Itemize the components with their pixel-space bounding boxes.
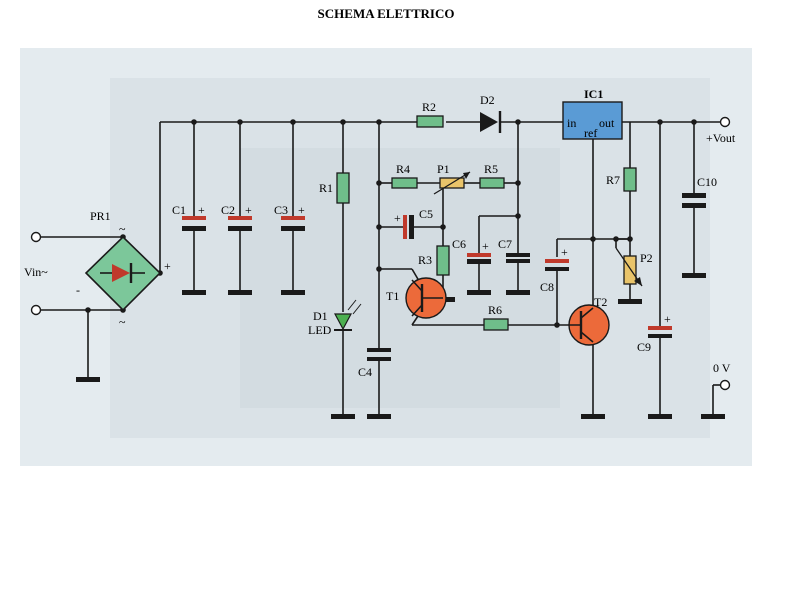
ground-bar: [648, 414, 672, 419]
label-c6: C6: [452, 237, 466, 251]
label-c3-plus: +: [298, 203, 305, 217]
ground-bar: [506, 290, 530, 295]
label-d2: D2: [480, 93, 495, 107]
capacitor-c9: [648, 326, 672, 338]
capacitor-c3: [281, 216, 305, 231]
ground-bar: [467, 290, 491, 295]
ground-bar: [76, 377, 100, 382]
resistor-r6: [483, 318, 509, 331]
resistor-r4: [391, 177, 418, 189]
label-p1: P1: [437, 162, 450, 176]
label-bridge-tilde-top: ~: [119, 222, 126, 236]
regulator-ic1: [562, 101, 623, 140]
label-r2: R2: [422, 100, 436, 114]
schematic-diagram: PR1 ~ ~ - + Vin~ C1 + C2 + C3 + R1 D1 LE…: [20, 48, 752, 466]
label-c8: C8: [540, 280, 554, 294]
ground-bar: [701, 414, 725, 419]
label-ic-ref: ref: [584, 126, 597, 140]
vout-terminal: [719, 116, 731, 128]
ground-bar: [581, 414, 605, 419]
label-p2: P2: [640, 251, 653, 265]
label-c2-plus: +: [245, 203, 252, 217]
label-r4: R4: [396, 162, 410, 176]
transistor-t2: [557, 304, 610, 346]
label-bridge-minus: -: [76, 283, 80, 297]
resistor-r2: [416, 115, 444, 128]
label-led: LED: [308, 323, 332, 337]
resistor-r3: [436, 245, 450, 276]
potentiometer-p2: [615, 247, 643, 287]
capacitor-c4: [367, 348, 391, 361]
transistor-t1: [405, 277, 447, 319]
vin-terminal-bottom: [30, 304, 42, 316]
page-title: SCHEMA ELETTRICO: [317, 6, 455, 21]
label-c6-plus: +: [482, 239, 489, 253]
label-c3: C3: [274, 203, 288, 217]
junctions: [85, 119, 697, 328]
label-ic-out: out: [599, 116, 615, 130]
ground-bar: [281, 290, 305, 295]
label-c10: C10: [697, 175, 717, 189]
label-c5-plus: +: [394, 211, 401, 225]
ground-bar: [331, 414, 355, 419]
ground-bar: [228, 290, 252, 295]
ground-bar: [618, 299, 642, 304]
label-vin: Vin~: [24, 265, 48, 279]
capacitor-c7: [506, 253, 530, 263]
label-r6: R6: [488, 303, 502, 317]
capacitor-c5: [403, 215, 414, 239]
label-c1: C1: [172, 203, 186, 217]
potentiometer-p1: [433, 171, 471, 195]
capacitor-c6: [467, 253, 491, 264]
label-ic-in: in: [567, 116, 576, 130]
label-c8-plus: +: [561, 245, 568, 259]
led-d1: [334, 299, 362, 331]
capacitor-c8: [545, 259, 569, 271]
label-pr1: PR1: [90, 209, 111, 223]
label-t2: T2: [594, 295, 607, 309]
label-bridge-plus: +: [164, 259, 171, 273]
label-zero-v: 0 V: [713, 361, 731, 375]
capacitor-c2: [228, 216, 252, 231]
resistor-r7: [623, 167, 637, 192]
diode-d2: [480, 111, 502, 133]
label-c1-plus: +: [198, 203, 205, 217]
label-bridge-tilde-bottom: ~: [119, 315, 126, 329]
label-c2: C2: [221, 203, 235, 217]
label-c4: C4: [358, 365, 372, 379]
resistor-r1: [336, 172, 350, 204]
capacitor-c1: [182, 216, 206, 231]
label-r7: R7: [606, 173, 620, 187]
resistor-r5: [479, 177, 505, 189]
label-ic1: IC1: [584, 87, 603, 101]
label-r1: R1: [319, 181, 333, 195]
zero-v-terminal: [719, 379, 731, 391]
ground-bar: [682, 273, 706, 278]
label-vout: +Vout: [706, 131, 736, 145]
bridge-rectifier-pr1: [84, 235, 162, 312]
label-r3: R3: [418, 253, 432, 267]
label-c5: C5: [419, 207, 433, 221]
capacitor-c10: [682, 193, 706, 208]
label-d1: D1: [313, 309, 328, 323]
label-t1: T1: [386, 289, 399, 303]
ground-bar: [367, 414, 391, 419]
label-c9-plus: +: [664, 312, 671, 326]
label-c7: C7: [498, 237, 512, 251]
label-c9: C9: [637, 340, 651, 354]
vin-terminal-top: [30, 231, 42, 243]
label-r5: R5: [484, 162, 498, 176]
ground-bar: [182, 290, 206, 295]
